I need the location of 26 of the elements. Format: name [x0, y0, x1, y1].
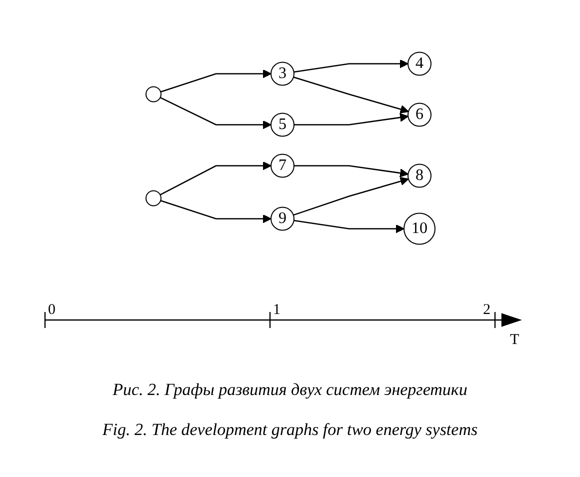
tick-label: 2: [483, 302, 490, 318]
arrow: [160, 69, 271, 93]
node-circle: 8: [407, 164, 431, 188]
node-circle: 4: [407, 52, 431, 76]
arrow: [292, 76, 408, 114]
arrow: [160, 200, 271, 224]
figure-caption: Fig. 2. The development graphs for two energy systems: [101, 420, 479, 440]
axis-label: T: [510, 332, 520, 348]
node-circle: [145, 86, 161, 102]
node-circle: 7: [270, 154, 294, 178]
arrow: [293, 59, 408, 73]
node-circle: 10: [403, 212, 435, 245]
node-circle: [145, 190, 161, 206]
arrow: [292, 176, 408, 216]
tick-label: 0: [48, 302, 56, 318]
tick-label: 1: [273, 302, 280, 318]
arrow: [294, 165, 408, 178]
figure-caption: Рис. 2. Графы развития двух систем энергетики: [112, 380, 468, 400]
node-circle: 6: [407, 102, 431, 127]
arrow: [293, 220, 404, 234]
arrow: [294, 113, 408, 126]
arrow: [159, 96, 271, 130]
node-circle: 5: [270, 112, 294, 137]
node-circle: 9: [270, 206, 294, 231]
arrow: [159, 161, 271, 196]
node-circle: 3: [270, 62, 294, 86]
